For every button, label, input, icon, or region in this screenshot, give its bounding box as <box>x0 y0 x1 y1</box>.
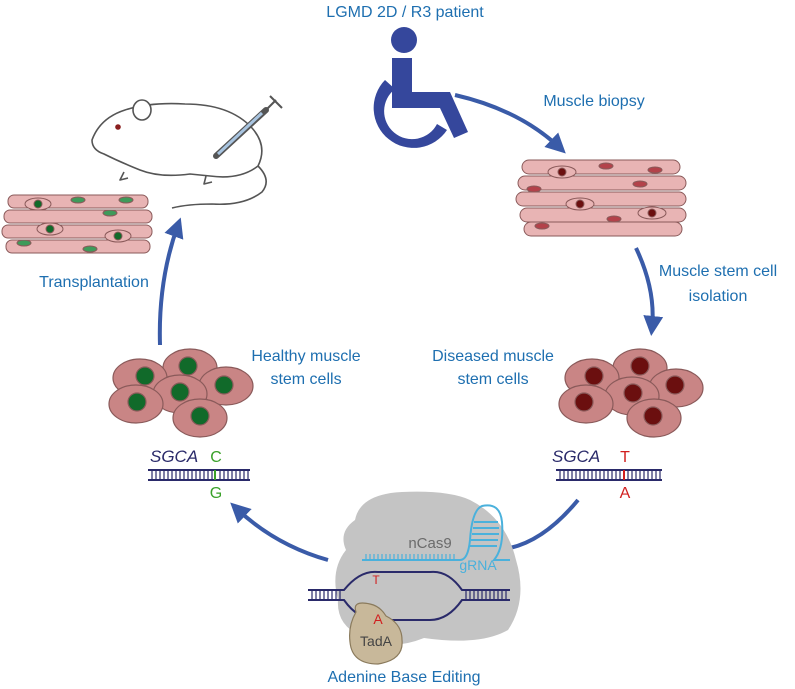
syringe-icon <box>213 95 283 159</box>
mouse-illustration <box>91 99 267 209</box>
healthy-stem-cells <box>108 348 254 438</box>
grna-hairpin <box>362 504 510 561</box>
biopsy-label: Muscle biopsy <box>543 93 644 110</box>
tada-label: TadA <box>360 633 393 649</box>
diseased-muscle-bundle <box>515 159 687 237</box>
left-dna-strand <box>148 469 250 481</box>
tada-enzyme <box>349 602 403 665</box>
patient-label: LGMD 2D / R3 patient <box>326 4 484 21</box>
ncas9-label: nCas9 <box>408 535 451 552</box>
isolation-label-2: isolation <box>689 288 748 305</box>
base-editing-label: Adenine Base Editing <box>328 669 481 686</box>
right-dna-strand <box>556 469 662 481</box>
diseased-stem-cells <box>558 348 704 438</box>
arrow-biopsy <box>454 93 566 154</box>
grna-label: gRNA <box>459 557 497 573</box>
transplantation-label: Transplantation <box>39 274 149 291</box>
arrow-to-healthy <box>230 502 329 562</box>
arrow-isolation <box>634 247 664 336</box>
right-gene-label: SGCA <box>552 447 600 466</box>
diseased-label-2: stem cells <box>457 371 528 388</box>
diseased-label-1: Diseased muscle <box>432 348 554 365</box>
target-dna-bubble <box>308 570 510 621</box>
right-bottom-base: A <box>620 485 631 502</box>
arrow-transplant <box>157 217 184 346</box>
wheelchair-icon <box>373 27 468 148</box>
target-a-base: A <box>373 611 383 627</box>
healthy-muscle-bundle <box>1 194 153 254</box>
ncas9-protein <box>335 491 521 645</box>
left-gene-label: SGCA <box>150 447 198 466</box>
healthy-label-2: stem cells <box>270 371 341 388</box>
left-bottom-base: G <box>210 485 222 502</box>
right-top-base: T <box>620 449 630 466</box>
left-top-base: C <box>210 449 222 466</box>
healthy-label-1: Healthy muscle <box>251 348 360 365</box>
arrow-to-editing <box>509 498 580 550</box>
isolation-label-1: Muscle stem cell <box>659 263 777 280</box>
target-t-base: T <box>372 573 380 587</box>
